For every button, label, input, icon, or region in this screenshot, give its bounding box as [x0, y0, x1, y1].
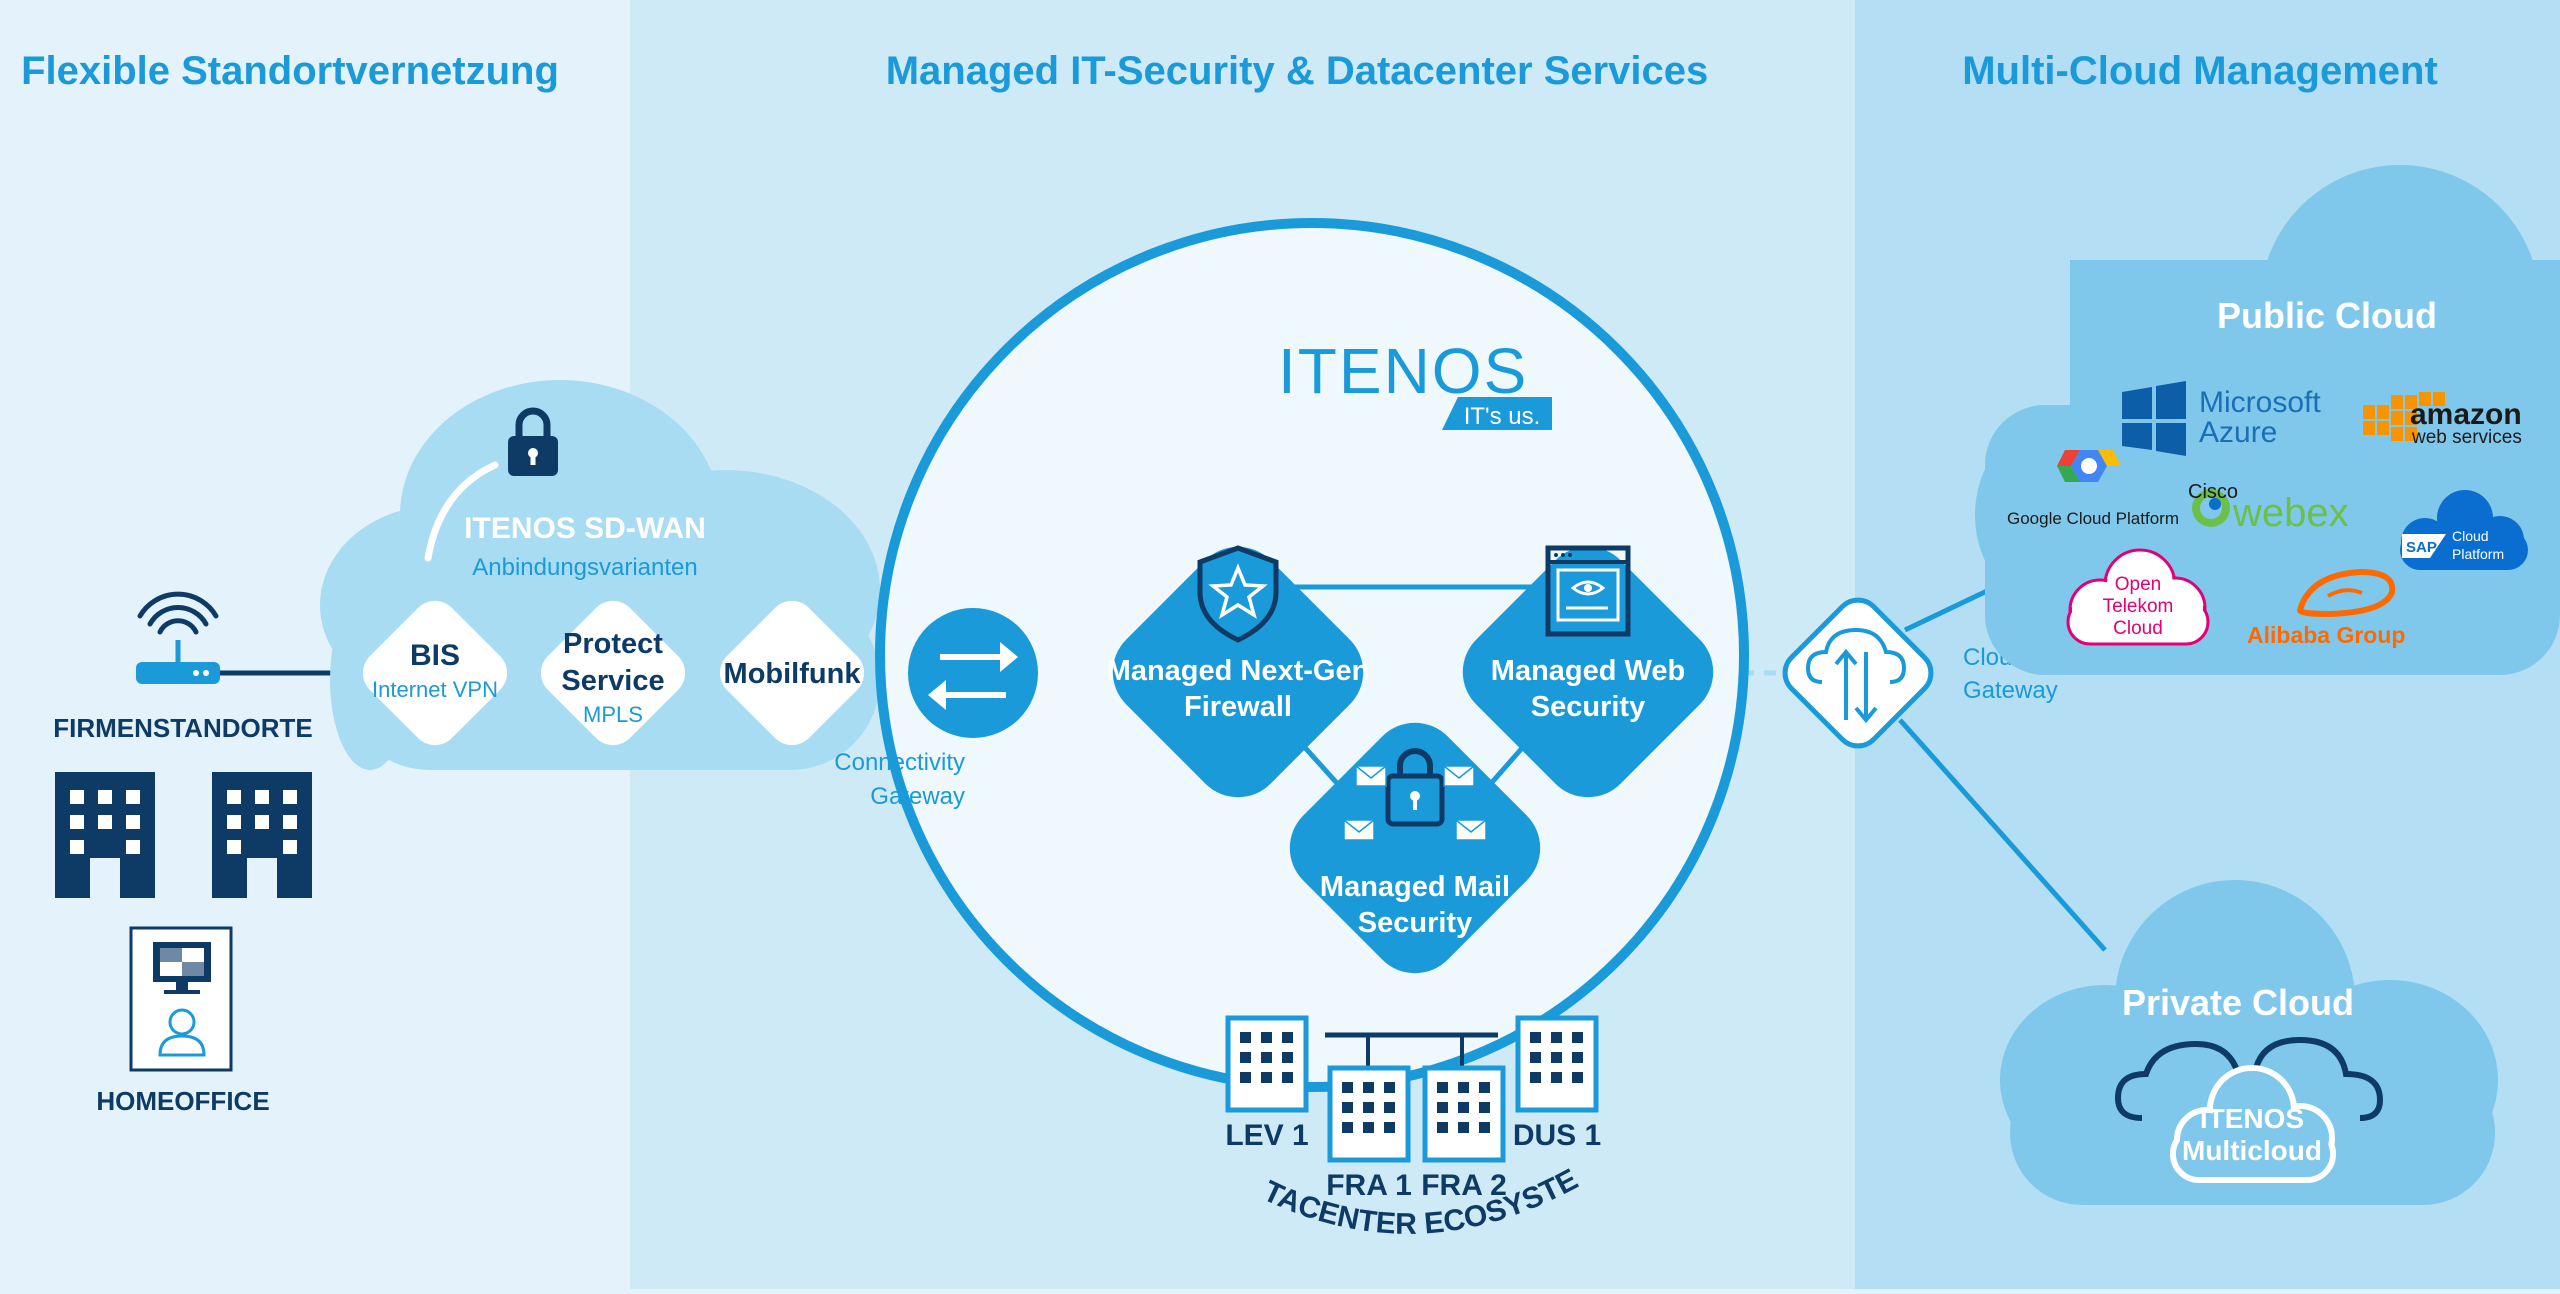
padlock-icon — [508, 407, 558, 476]
cloud-updown-icon — [1805, 627, 1907, 724]
sap-line1: Cloud — [2452, 528, 2489, 544]
service-mail-line2: Security — [1358, 907, 1472, 939]
option-bis-title: BIS — [410, 639, 460, 672]
telekom-line3: Cloud — [2113, 618, 2163, 639]
left-section-title: Flexible Standortvernetzung — [21, 49, 559, 93]
telekom-line1: Open — [2115, 574, 2161, 595]
datacenter-label-lev1: LEV 1 — [1225, 1119, 1308, 1152]
homeoffice-label: HOMEOFFICE — [96, 1086, 269, 1116]
right-section-title: Multi-Cloud Management — [1962, 49, 2438, 93]
microsoft-azure-logo: Microsoft Azure — [2122, 381, 2321, 456]
private-cloud — [2000, 880, 2498, 1205]
service-web-line1: Managed Web — [1491, 655, 1685, 687]
itenos-logo-text: ITENOS — [1278, 335, 1528, 407]
homeoffice-icon — [129, 926, 233, 1072]
option-protect-subtitle: MPLS — [583, 702, 643, 727]
azure-line2: Azure — [2199, 416, 2277, 449]
private-cloud-link — [1898, 718, 2107, 952]
mail-lock-icon — [1343, 748, 1487, 841]
sdwan-subtitle: Anbindungsvarianten — [472, 554, 698, 581]
public-cloud — [1975, 165, 2560, 675]
alibaba-label: Alibaba Group — [2247, 622, 2405, 648]
itenos-logo: ITENOS IT's us. — [1278, 335, 1552, 430]
connectivity-gateway-line2: Gateway — [870, 783, 965, 810]
option-bis-subtitle: Internet VPN — [372, 677, 498, 702]
azure-line1: Microsoft — [2199, 386, 2321, 419]
google-label: Google Cloud Platform — [2007, 509, 2179, 528]
multicloud-line2: Multicloud — [2182, 1135, 2322, 1166]
private-cloud-title: Private Cloud — [2122, 982, 2354, 1023]
sap-badge: SAP — [2406, 539, 2437, 556]
shield-star-icon — [1197, 545, 1279, 643]
datacenter-label-fra1: FRA 1 — [1326, 1169, 1412, 1202]
router-icon — [136, 591, 220, 684]
alibaba-group-logo: Alibaba Group — [2247, 568, 2405, 648]
datacenter-lev1 — [1225, 1015, 1309, 1113]
sap-cloud-platform-logo: SAP Cloud Platform — [2400, 490, 2528, 570]
open-telekom-cloud-logo: Open Telekom Cloud — [2066, 548, 2210, 646]
datacenter-label-dus1: DUS 1 — [1513, 1119, 1601, 1152]
option-mobilfunk[interactable]: Mobilfunk — [710, 591, 874, 755]
service-mail[interactable]: Managed Mail Security — [1271, 704, 1559, 992]
datacenter-label-fra2: FRA 2 — [1421, 1169, 1507, 1202]
service-firewall-line2: Firewall — [1184, 691, 1292, 723]
datacenter-fra1 — [1327, 1065, 1411, 1163]
option-protect-line1: Protect — [563, 628, 663, 660]
building-icon — [55, 772, 155, 898]
option-protect-service[interactable]: Protect Service MPLS — [531, 591, 695, 755]
exchange-arrows-icon — [928, 642, 1018, 710]
sdwan-title: ITENOS SD-WAN — [464, 512, 706, 545]
service-firewall[interactable]: Managed Next-Gen Firewall — [1094, 528, 1382, 816]
building-icon — [212, 772, 312, 898]
service-mail-line1: Managed Mail — [1320, 871, 1510, 903]
webex-line2: webex — [2232, 491, 2349, 535]
itenos-tagline: IT's us. — [1464, 403, 1541, 430]
cisco-line1: Cisco — [2188, 481, 2238, 503]
cloud-gateway-line2: Gateway — [1963, 677, 2058, 704]
datacenter-dus1 — [1515, 1015, 1599, 1113]
service-firewall-line1: Managed Next-Gen — [1107, 655, 1370, 687]
multicloud-line1: ITENOS — [2200, 1103, 2304, 1134]
connectivity-gateway[interactable] — [908, 608, 1038, 738]
option-bis[interactable]: BIS Internet VPN — [353, 591, 517, 755]
amazon-line1: amazon — [2410, 398, 2522, 431]
amazon-line2: web services — [2411, 427, 2522, 448]
option-mobilfunk-title: Mobilfunk — [724, 658, 862, 690]
connectivity-gateway-line1: Connectivity — [834, 749, 965, 776]
center-section-title: Managed IT-Security & Datacenter Service… — [886, 49, 1709, 93]
amazon-web-services-logo: amazon web services — [2363, 392, 2522, 448]
service-web[interactable]: Managed Web Security — [1444, 528, 1732, 816]
multicloud-icon — [2114, 1036, 2384, 1183]
public-cloud-title: Public Cloud — [2217, 295, 2437, 336]
service-web-line2: Security — [1531, 691, 1645, 723]
sap-line2: Platform — [2452, 546, 2504, 562]
option-protect-line2: Service — [561, 665, 664, 697]
browser-eye-icon — [1545, 545, 1631, 637]
google-cloud-platform-logo: Google Cloud Platform — [2007, 450, 2179, 528]
cisco-webex-logo: Cisco webex — [2188, 481, 2349, 535]
cloud-highlight-arc — [424, 461, 499, 562]
datacenter-fra2 — [1422, 1065, 1506, 1163]
firmenstandorte-label: FIRMENSTANDORTE — [53, 713, 313, 743]
cloud-gateway[interactable] — [1776, 591, 1940, 755]
telekom-line2: Telekom — [2103, 596, 2174, 617]
